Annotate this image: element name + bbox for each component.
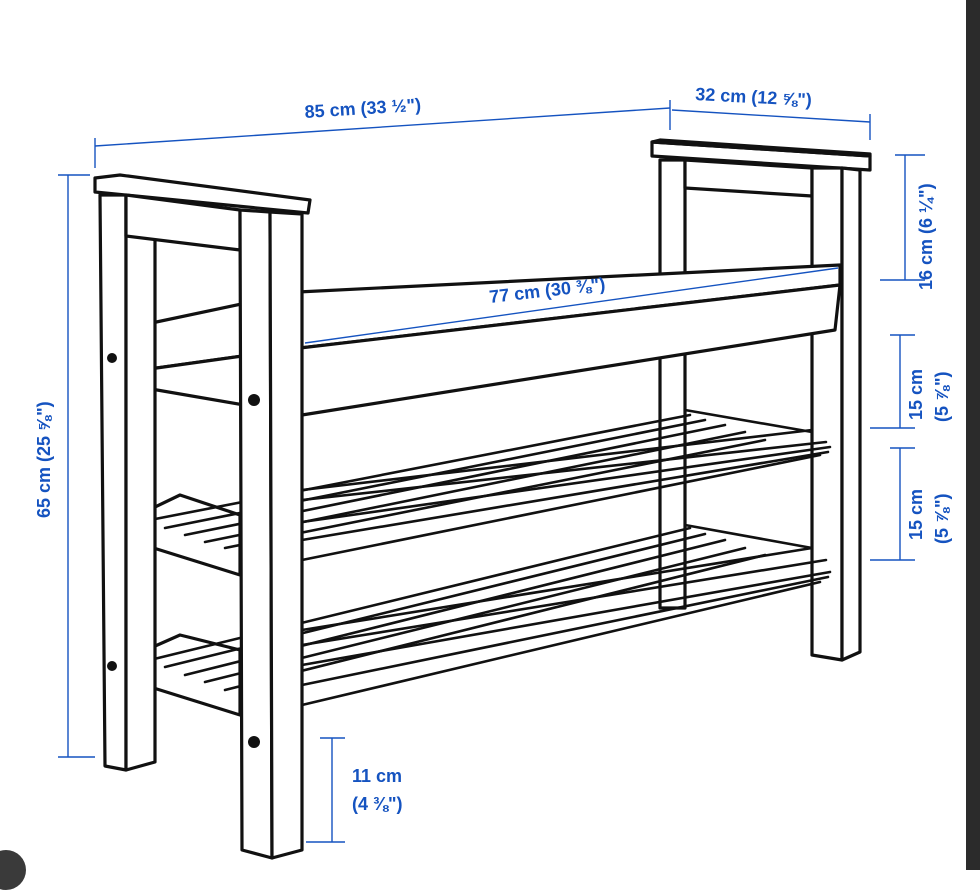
floor-clearance-cm-label: 11 cm — [352, 766, 402, 786]
armrest-height-label: 16 cm (6 ¼") — [916, 183, 936, 290]
overall-width-label: 85 cm (33 ½") — [304, 95, 422, 122]
left-back-leg — [98, 193, 128, 772]
left-front-leg-side — [268, 210, 304, 860]
bench-illustration — [93, 138, 872, 860]
shelf-gap-lower-in-label: (5 ⅞") — [932, 493, 952, 544]
shelf-gap-lower-cm-label: 15 cm — [906, 489, 926, 540]
depth-label: 32 cm (12 ⅝") — [695, 84, 812, 110]
bolt-1 — [107, 353, 117, 363]
left-back-leg-side — [124, 193, 157, 772]
right-front-leg-side — [840, 166, 862, 662]
shelf-gap-upper-in-label: (5 ⅞") — [932, 371, 952, 422]
left-armrest-top — [93, 173, 312, 215]
shelf-gap-upper-cm-label: 15 cm — [906, 369, 926, 420]
upper-shoe-shelf — [126, 408, 832, 577]
diagram-canvas: 85 cm (33 ½") 32 cm (12 ⅝") 65 cm (25 ⅝"… — [34, 84, 952, 860]
overall-height-label: 65 cm (25 ⅝") — [34, 401, 54, 518]
floor-clearance-in-label: (4 ⅜") — [352, 794, 403, 814]
bench-dimension-drawing: 85 cm (33 ½") 32 cm (12 ⅝") 65 cm (25 ⅝"… — [34, 84, 952, 860]
dimension-lines — [58, 100, 925, 843]
left-front-leg — [238, 208, 274, 860]
bolt-2 — [248, 394, 260, 406]
bolt-3 — [107, 661, 117, 671]
bolt-4 — [248, 736, 260, 748]
window-edge — [966, 0, 980, 870]
right-armrest-cap — [650, 138, 872, 158]
right-front-leg — [810, 166, 844, 662]
